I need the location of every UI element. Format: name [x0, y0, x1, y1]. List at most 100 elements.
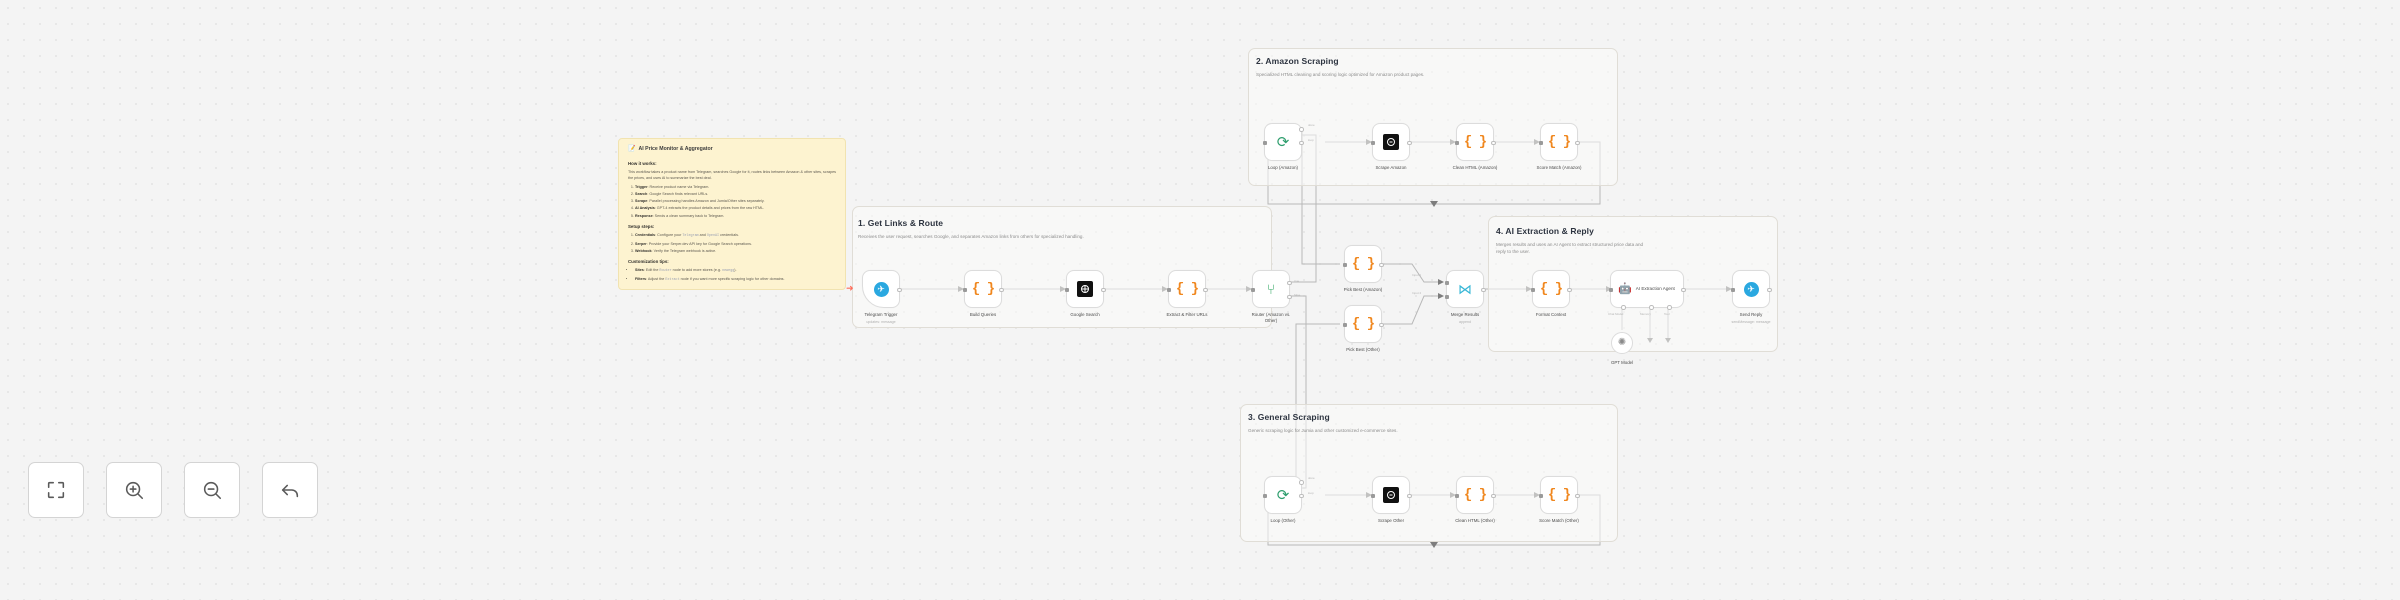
node-scrape-amazon[interactable]	[1371, 123, 1412, 161]
output-port-true[interactable]	[1287, 280, 1292, 285]
node-ai-extraction-agent[interactable]: 🤖 AI Extraction Agent	[1609, 270, 1686, 310]
input-port[interactable]	[963, 288, 967, 292]
port-tool[interactable]	[1667, 305, 1672, 310]
output-port[interactable]	[1379, 262, 1384, 267]
port-memory[interactable]	[1649, 305, 1654, 310]
output-port[interactable]	[1491, 493, 1496, 498]
node-router[interactable]: ⑂	[1251, 270, 1292, 308]
node-loop-other[interactable]: ⟳	[1263, 476, 1304, 514]
output-port[interactable]	[1767, 287, 1772, 292]
output-port[interactable]	[1575, 493, 1580, 498]
node-label-format-context: Format Context	[1535, 312, 1567, 317]
output-port[interactable]	[1491, 140, 1496, 145]
node-score-match-amazon[interactable]: { }	[1539, 123, 1580, 161]
sticky-note[interactable]: 📝 AI Price Monitor & Aggregator How it w…	[618, 138, 846, 290]
input-port[interactable]	[1371, 494, 1375, 498]
canvas-toolbar[interactable]	[28, 462, 318, 518]
output-port[interactable]	[1407, 493, 1412, 498]
reset-zoom-button[interactable]	[262, 462, 318, 518]
code-braces-icon: { }	[1175, 281, 1199, 297]
section-title-amazon-scraping: 2. Amazon Scraping	[1256, 56, 1339, 66]
output-port[interactable]	[1481, 287, 1486, 292]
sticky-how-body: This workflow takes a product name from …	[628, 170, 836, 181]
code-braces-icon: { }	[1463, 487, 1487, 503]
section-subtitle-ai-extraction-reply: Merges results and uses an AI Agent to e…	[1496, 242, 1644, 254]
port-chat-model[interactable]	[1621, 305, 1626, 310]
input-port[interactable]	[1455, 494, 1459, 498]
input-port[interactable]	[1263, 141, 1267, 145]
node-google-search[interactable]	[1065, 270, 1106, 308]
output-port[interactable]	[1407, 140, 1412, 145]
input-port[interactable]	[1251, 288, 1255, 292]
section-general-scraping[interactable]	[1240, 404, 1618, 542]
input-port[interactable]	[1065, 288, 1069, 292]
input-port-1[interactable]	[1445, 281, 1449, 285]
input-port[interactable]	[1731, 288, 1735, 292]
zoom-in-button[interactable]	[106, 462, 162, 518]
node-build-queries[interactable]: { }	[963, 270, 1004, 308]
output-port[interactable]	[897, 287, 902, 292]
output-port-done[interactable]	[1299, 480, 1304, 485]
node-loop-amazon[interactable]: ⟳	[1263, 123, 1304, 161]
input-port[interactable]	[1531, 288, 1535, 292]
node-label-send-reply: Send Reply	[1739, 312, 1763, 317]
node-label-telegram-trigger: Telegram Trigger	[864, 312, 898, 317]
input-port[interactable]	[1609, 288, 1613, 292]
list-item: Filters: Adjust the Extract node if you …	[635, 276, 836, 284]
node-score-match-other[interactable]: { }	[1539, 476, 1580, 514]
code-braces-icon: { }	[1547, 134, 1571, 150]
node-clean-html-other[interactable]: { }	[1455, 476, 1496, 514]
zoom-out-button[interactable]	[184, 462, 240, 518]
node-scrape-other[interactable]	[1371, 476, 1412, 514]
node-gpt-model[interactable]: ✺	[1611, 332, 1633, 354]
node-merge-results[interactable]: ⋈	[1445, 270, 1486, 308]
node-label-scrape-other: Scrape Other	[1377, 518, 1405, 523]
input-port[interactable]	[1263, 494, 1267, 498]
input-port[interactable]	[1539, 494, 1543, 498]
input-port[interactable]	[1343, 263, 1347, 267]
node-label-ai-extraction-agent: AI Extraction Agent	[1635, 286, 1675, 292]
output-port[interactable]	[1575, 140, 1580, 145]
sticky-tips: Sites: Edit the Router node to add more …	[635, 267, 836, 284]
section-amazon-scraping[interactable]	[1248, 48, 1618, 186]
node-label-loop-other: Loop (Other)	[1270, 518, 1296, 523]
output-port-done[interactable]	[1299, 127, 1304, 132]
node-extract-filter-urls[interactable]: { }	[1167, 270, 1208, 308]
telegram-icon: ✈	[1743, 281, 1759, 297]
sticky-note-title: 📝 AI Price Monitor & Aggregator	[628, 146, 836, 152]
node-label-extract-filter-urls: Extract & Filter URLs	[1166, 312, 1208, 317]
output-port[interactable]	[1101, 287, 1106, 292]
output-port[interactable]	[999, 287, 1004, 292]
fit-to-view-button[interactable]	[28, 462, 84, 518]
node-pick-best-amazon[interactable]: { }	[1343, 245, 1384, 283]
output-port[interactable]	[1567, 287, 1572, 292]
port-label-loop: loop	[1308, 491, 1314, 495]
node-send-reply[interactable]: ✈	[1731, 270, 1772, 308]
output-port[interactable]	[1203, 287, 1208, 292]
node-sublabel-send-reply: sendMessage: message	[1731, 320, 1771, 324]
node-format-context[interactable]: { }	[1531, 270, 1572, 308]
node-telegram-trigger[interactable]: ✈	[862, 270, 902, 308]
input-port[interactable]	[1539, 141, 1543, 145]
sticky-note-title-text: AI Price Monitor & Aggregator	[638, 146, 713, 152]
node-label-loop-amazon: Loop (Amazon)	[1267, 165, 1299, 170]
list-item: Scrape: Parallel processing handles Amaz…	[635, 198, 836, 204]
output-port-false[interactable]	[1287, 294, 1292, 299]
output-port[interactable]	[1379, 322, 1384, 327]
output-port[interactable]	[1681, 287, 1686, 292]
input-port[interactable]	[1371, 141, 1375, 145]
input-port-2[interactable]	[1445, 295, 1449, 299]
output-port-loop[interactable]	[1299, 140, 1304, 145]
input-port[interactable]	[1455, 141, 1459, 145]
code-braces-icon: { }	[971, 281, 995, 297]
sticky-note-icon: 📝	[628, 146, 636, 152]
node-label-scrape-amazon: Scrape Amazon	[1375, 165, 1407, 170]
input-port[interactable]	[1343, 323, 1347, 327]
input-port[interactable]	[1167, 288, 1171, 292]
node-clean-html-amazon[interactable]: { }	[1455, 123, 1496, 161]
output-port-loop[interactable]	[1299, 493, 1304, 498]
node-sublabel-merge-results: append	[1459, 320, 1471, 324]
section-get-links-route[interactable]	[852, 206, 1272, 328]
node-pick-best-other[interactable]: { }	[1343, 305, 1384, 343]
